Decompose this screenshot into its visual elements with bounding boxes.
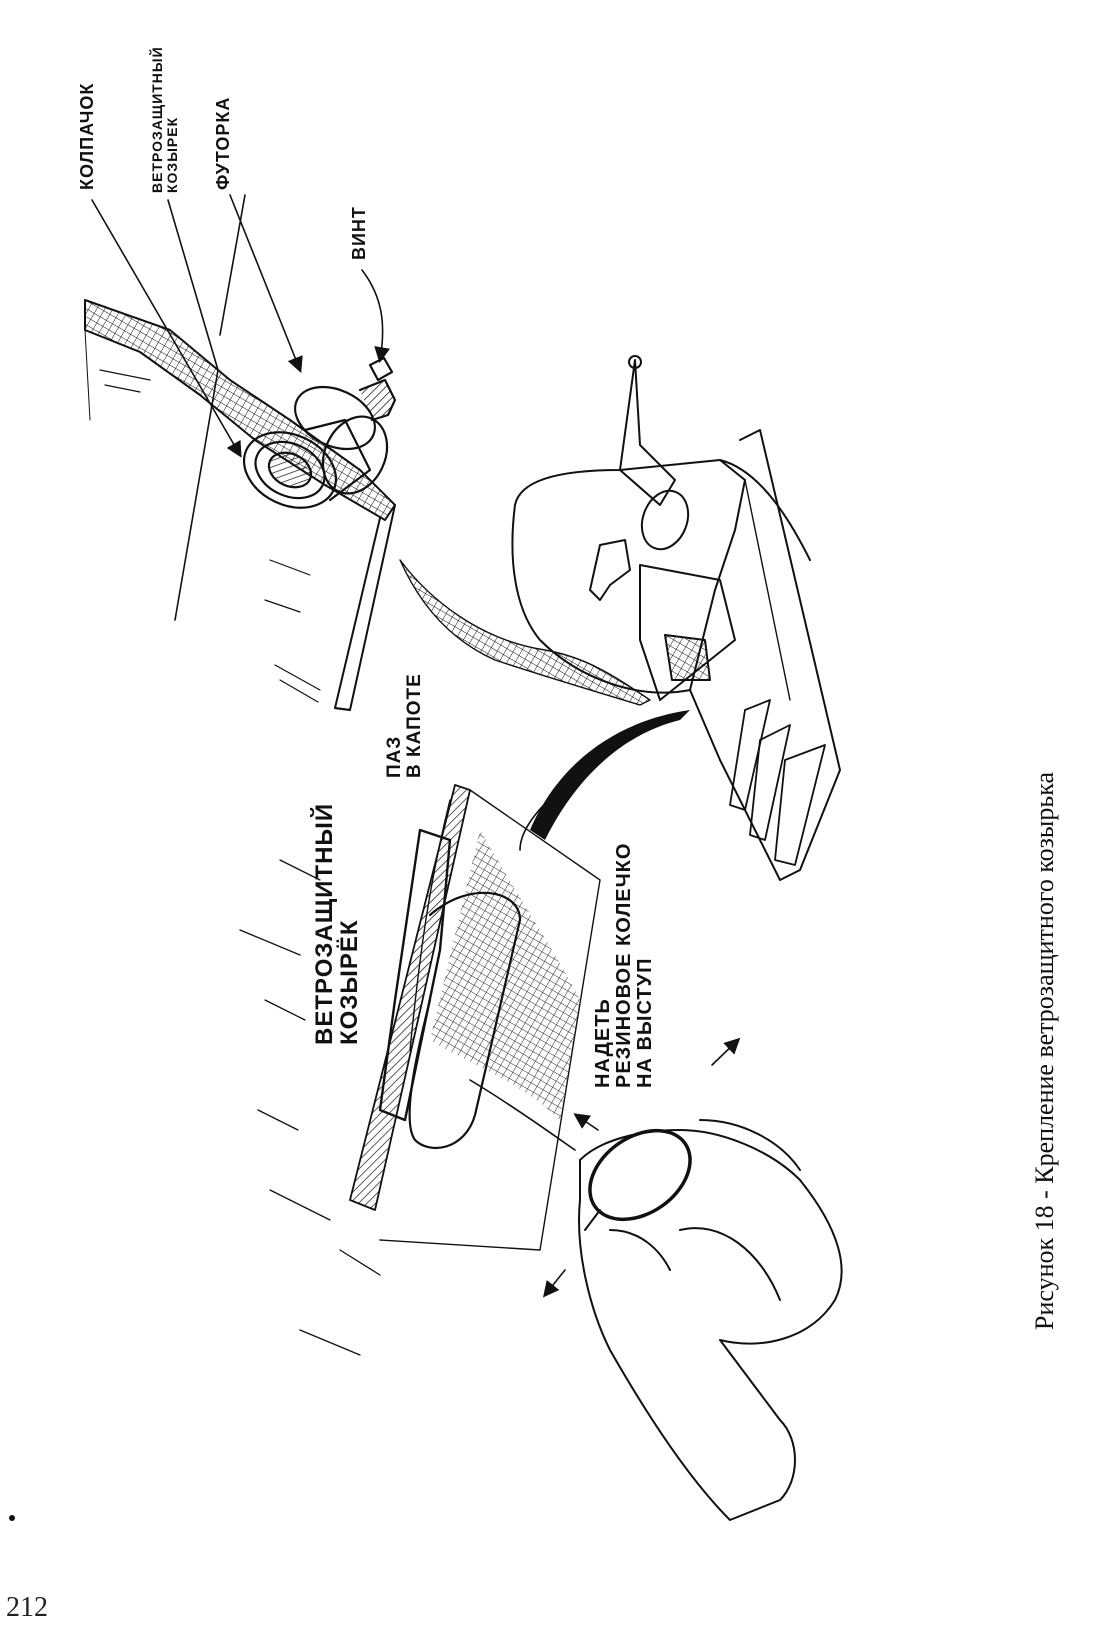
label-screw: ВИНТ bbox=[349, 206, 369, 260]
leader-lines bbox=[91, 194, 390, 621]
motion-arrows bbox=[543, 1037, 741, 1298]
snowmobile-front bbox=[399, 355, 841, 881]
hood-edge-detail bbox=[84, 299, 396, 711]
page-number: 212 bbox=[6, 1592, 48, 1623]
page-bullet bbox=[9, 1515, 15, 1521]
hand-illustration bbox=[578, 1119, 843, 1521]
label-visor-bottom: ВЕТРОЗАЩИТНЫЙ КОЗЫРЁК bbox=[311, 802, 364, 1045]
vent-slots bbox=[729, 699, 826, 866]
label-visor-top: ВЕТРОЗАЩИТНЫЙ КОЗЫРЕК bbox=[149, 46, 180, 193]
label-bushing: ФУТОРКА bbox=[213, 96, 233, 190]
label-cap: КОЛПАЧОК bbox=[77, 82, 97, 190]
figure-caption: Рисунок 18 - Крепление ветрозащитного ко… bbox=[1030, 771, 1059, 1330]
label-instruction: НАДЕТЬ РЕЗИНОВОЕ КОЛЕЧКО НА ВЫСТУП bbox=[592, 842, 656, 1088]
cap-bushing-assembly bbox=[242, 356, 397, 509]
visor-install-detail bbox=[239, 719, 661, 1356]
label-groove: ПАЗ В КАПОТЕ bbox=[384, 673, 425, 778]
